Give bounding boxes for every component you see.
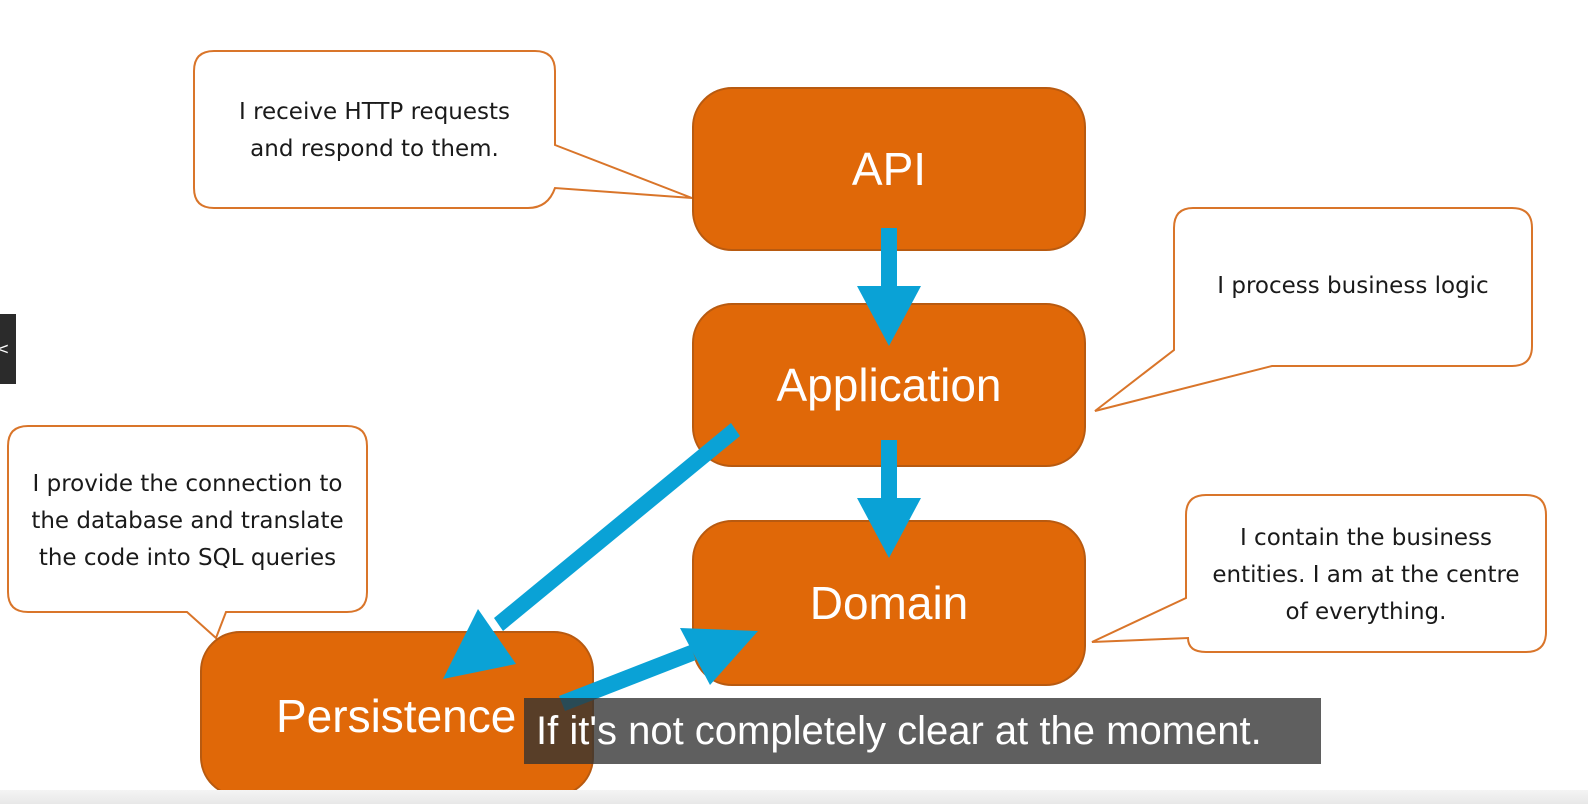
application-callout-text: I process business logic xyxy=(1217,273,1489,299)
domain-callout-text: I contain the business entities. I am at… xyxy=(1212,525,1520,625)
application-layer-box: Application xyxy=(692,303,1086,467)
callout-bubble-persistence xyxy=(7,425,368,640)
persistence-layer-label: Persistence xyxy=(276,690,517,742)
api-callout-text: I receive HTTP requests and respond to t… xyxy=(238,99,511,162)
video-bottom-bar xyxy=(0,790,1588,804)
domain-layer-box: Domain xyxy=(692,520,1086,686)
video-caption: If it's not completely clear at the mome… xyxy=(524,698,1321,764)
callout-bubble-application xyxy=(1094,207,1533,412)
api-layer-label: API xyxy=(851,143,927,195)
api-layer-box: API xyxy=(692,87,1086,251)
domain-layer-label: Domain xyxy=(809,577,969,629)
persistence-callout-text: I provide the connection to the database… xyxy=(31,471,344,571)
side-panel-toggle[interactable]: < xyxy=(0,314,16,384)
application-layer-label: Application xyxy=(776,359,1002,411)
callout-bubble-api xyxy=(193,50,693,209)
callout-bubble-domain xyxy=(1091,494,1547,653)
